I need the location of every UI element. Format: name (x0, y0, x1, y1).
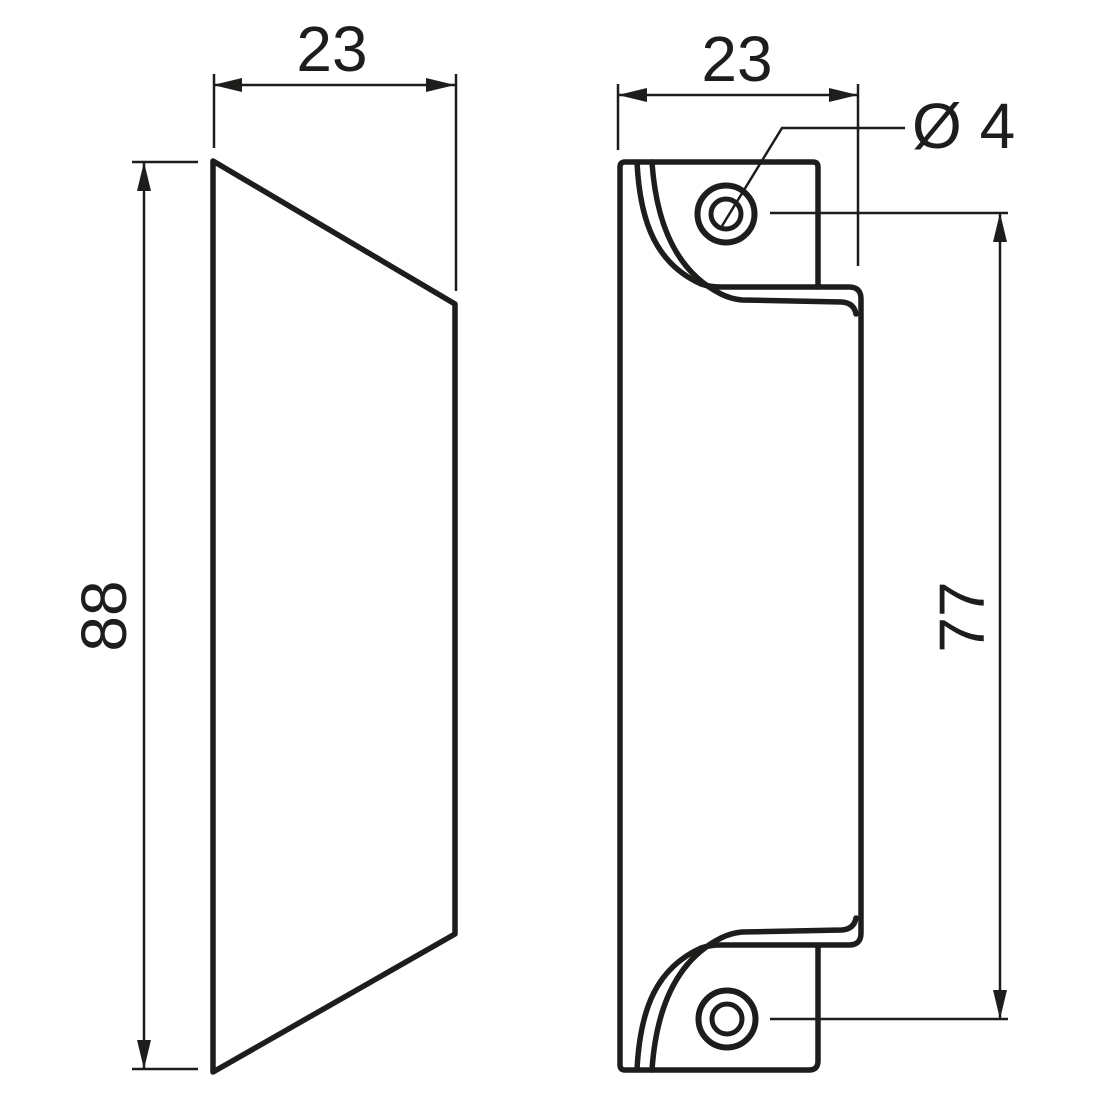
bottom-hole-bore-circle (709, 1001, 745, 1037)
bottom-screw-hole (695, 987, 759, 1051)
hole-diameter-value: Ø 4 (912, 90, 1015, 162)
arrowhead-left-icon (618, 88, 647, 102)
side-view: 23 88 (68, 13, 458, 1075)
top-hole-bore-circle (708, 196, 744, 232)
side-height-value: 88 (68, 580, 140, 651)
front-view-plate-outline (617, 159, 821, 1073)
top-screw-hole (694, 182, 758, 246)
arrowhead-right-icon (426, 78, 455, 92)
arrowhead-down-icon (993, 990, 1007, 1019)
front-width-value: 23 (701, 23, 772, 95)
arrowhead-left-icon (213, 78, 242, 92)
arrowhead-up-icon (137, 162, 151, 191)
hole-spacing-value: 77 (926, 581, 998, 652)
side-width-value: 23 (296, 13, 367, 85)
hole-spacing-dimension: 77 (770, 211, 1008, 1021)
front-view: 23 Ø 4 77 (616, 23, 1015, 1073)
side-view-width-dimension: 23 (212, 13, 458, 291)
front-view-width-dimension: 23 (616, 23, 860, 266)
arrowhead-up-icon (993, 213, 1007, 242)
hole-diameter-callout: Ø 4 (720, 90, 1015, 227)
side-view-height-dimension: 88 (68, 160, 198, 1071)
front-view-scoop-curve-top (649, 159, 859, 317)
arrowhead-down-icon (137, 1040, 151, 1069)
leader-line (720, 126, 905, 227)
front-view-scoop-curve-bottom (649, 915, 859, 1073)
arrowhead-right-icon (829, 88, 858, 102)
top-hole-countersink-circle (694, 182, 758, 246)
side-view-profile-outline (210, 158, 458, 1075)
bottom-hole-countersink-circle (695, 987, 759, 1051)
front-view-grip-lip-outline (634, 159, 864, 1073)
